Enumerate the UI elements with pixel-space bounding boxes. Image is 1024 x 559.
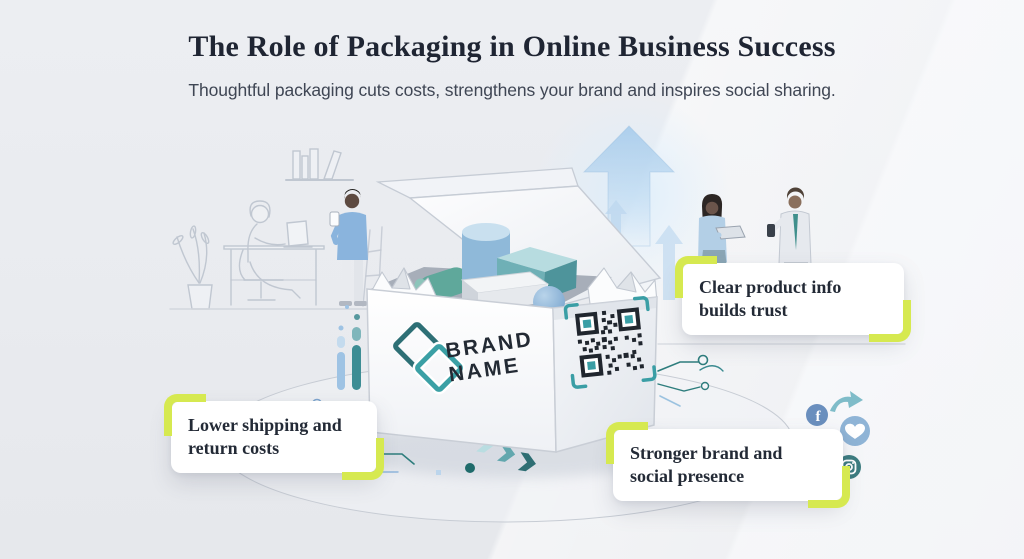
arrow-up-small-left-icon xyxy=(605,200,627,240)
callout-card-product-info: Clear product info builds trust xyxy=(675,256,911,343)
share-icon xyxy=(830,391,863,412)
plant xyxy=(172,225,213,310)
bar-chart xyxy=(337,305,361,390)
qr-scan-brackets xyxy=(563,296,657,389)
qr-code xyxy=(563,296,657,389)
facebook-glyph: f xyxy=(816,409,822,425)
package-box: BRAND NAME xyxy=(366,167,662,453)
standing-man-left xyxy=(329,188,368,306)
callout-label: Clear product info builds trust xyxy=(699,277,842,321)
callout-card-brand-social: Stronger brand and social presence xyxy=(606,422,850,509)
seated-person xyxy=(238,200,301,301)
brand-logo xyxy=(393,322,466,395)
arrow-up-icon xyxy=(582,125,676,247)
lime-corner-accent xyxy=(675,256,717,298)
desk xyxy=(223,245,325,306)
lime-corner-accent xyxy=(808,466,850,509)
callout-label: Stronger brand and social presence xyxy=(630,443,783,487)
facebook-icon xyxy=(806,404,828,426)
page-title: The Role of Packaging in Online Business… xyxy=(188,30,836,63)
man-with-phone xyxy=(767,187,812,270)
lime-corner-accent xyxy=(342,438,384,481)
box-right-face xyxy=(552,296,658,453)
lime-corner-accent xyxy=(164,394,206,436)
circuit-traces-right xyxy=(657,354,724,407)
blue-cylinder-top xyxy=(462,223,510,241)
arrow-up-small-right-icon xyxy=(655,225,683,300)
bookshelf xyxy=(285,148,354,181)
lime-corner-accent xyxy=(606,422,648,464)
callout-card-shipping: Lower shipping and return costs xyxy=(164,394,384,481)
laptop-on-desk xyxy=(283,220,313,248)
callout-label: Lower shipping and return costs xyxy=(188,415,342,459)
page-subtitle: Thoughtful packaging cuts costs, strengt… xyxy=(188,80,836,100)
lime-corner-accent xyxy=(869,300,911,343)
qr-modules xyxy=(577,310,645,375)
